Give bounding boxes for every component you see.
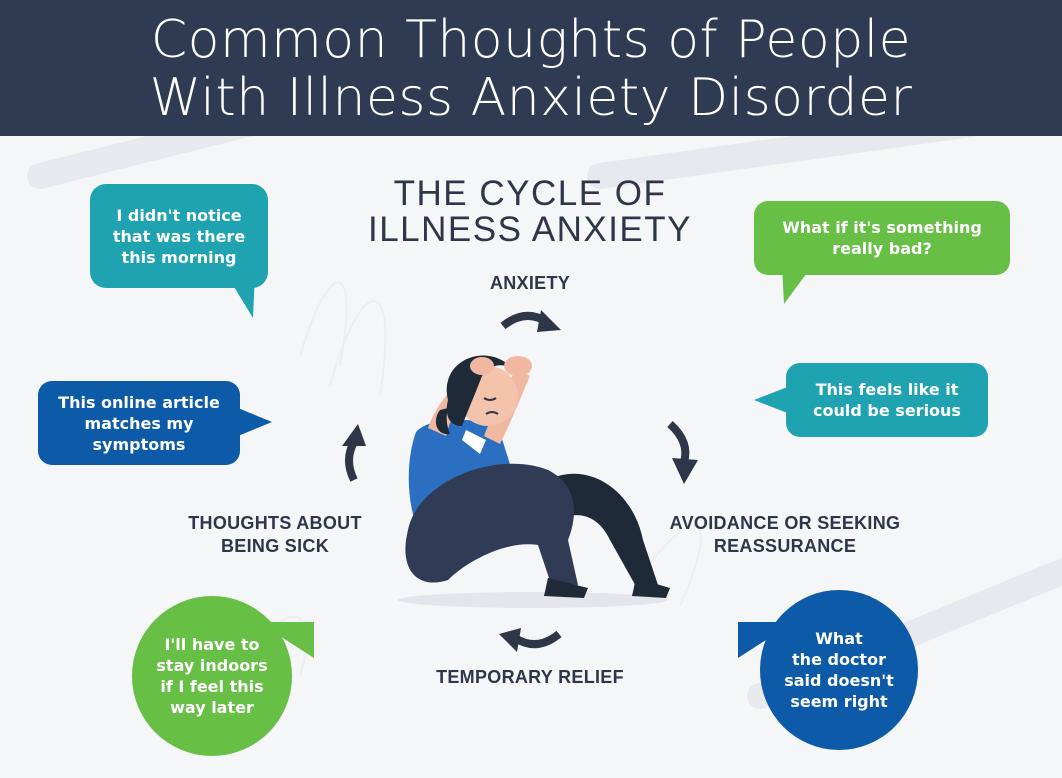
thought-bubble-2: What if it's something really bad? (754, 201, 1010, 275)
bubble-1-line-2: that was there (112, 226, 246, 246)
stage-temporary-relief: TEMPORARY RELIEF (436, 667, 624, 687)
bubble-3-line-3: symptoms (92, 434, 186, 454)
cycle-title-line-1: THE CYCLE OF (393, 174, 667, 213)
bubble-5-line-1: I'll have to (164, 635, 260, 654)
bubble-2-line-1: What if it's something (782, 218, 982, 237)
bubble-4-tail (754, 386, 790, 414)
bubble-3-tail (238, 408, 272, 436)
bubble-3-line-2: matches my (84, 413, 194, 433)
cycle-title-line-2: ILLNESS ANXIETY (367, 210, 693, 249)
stage-avoidance: AVOIDANCE OR SEEKING REASSURANCE (640, 512, 930, 558)
bubble-6-line-3: said doesn't (784, 671, 894, 690)
bubble-6-line-1: What (815, 629, 863, 648)
cycle-arrow-left (342, 424, 366, 482)
bubble-5-line-3: if I feel this (160, 677, 264, 696)
bubble-5-line-2: stay indoors (156, 656, 268, 675)
stage-avoidance-line-2: REASSURANCE (713, 536, 857, 556)
bubble-6-line-4: seem right (790, 692, 888, 711)
thought-bubble-3: This online article matches my symptoms (38, 381, 240, 465)
cycle-arrow-right (667, 421, 698, 484)
stage-avoidance-line-1: AVOIDANCE OR SEEKING (669, 513, 901, 533)
bubble-4-line-2: could be serious (813, 401, 961, 420)
header-banner: Common Thoughts of People With Illness A… (0, 0, 1062, 136)
stage-anxiety: ANXIETY (489, 273, 571, 293)
stage-thoughts-line-2: BEING SICK (220, 536, 329, 556)
thought-bubble-4: This feels like it could be serious (786, 363, 988, 437)
stage-thoughts: THOUGHTS ABOUT BEING SICK (165, 512, 385, 558)
cycle-arrow-bottom (499, 628, 562, 652)
bubble-1-line-3: this morning (121, 247, 237, 267)
cycle-arrow-top (500, 310, 561, 332)
anxious-person-illustration (398, 355, 670, 608)
thought-bubble-1: I didn't notice that was there this morn… (90, 184, 268, 288)
stage-thoughts-line-1: THOUGHTS ABOUT (188, 513, 362, 533)
bubble-4-line-1: This feels like it (815, 380, 959, 399)
thought-bubble-5: I'll have to stay indoors if I feel this… (132, 596, 292, 756)
bubble-1-line-1: I didn't notice (116, 205, 242, 225)
page-title-line-2: With Illness Anxiety Disorder (149, 68, 913, 128)
bubble-2-line-2: really bad? (832, 239, 932, 258)
bubble-3-line-1: This online article (58, 392, 220, 412)
page-title-line-1: Common Thoughts of People (150, 10, 912, 70)
bubble-6-line-2: the doctor (792, 650, 886, 669)
bubble-5-line-4: way later (170, 698, 254, 717)
thought-bubble-6: What the doctor said doesn't seem right (760, 590, 918, 750)
